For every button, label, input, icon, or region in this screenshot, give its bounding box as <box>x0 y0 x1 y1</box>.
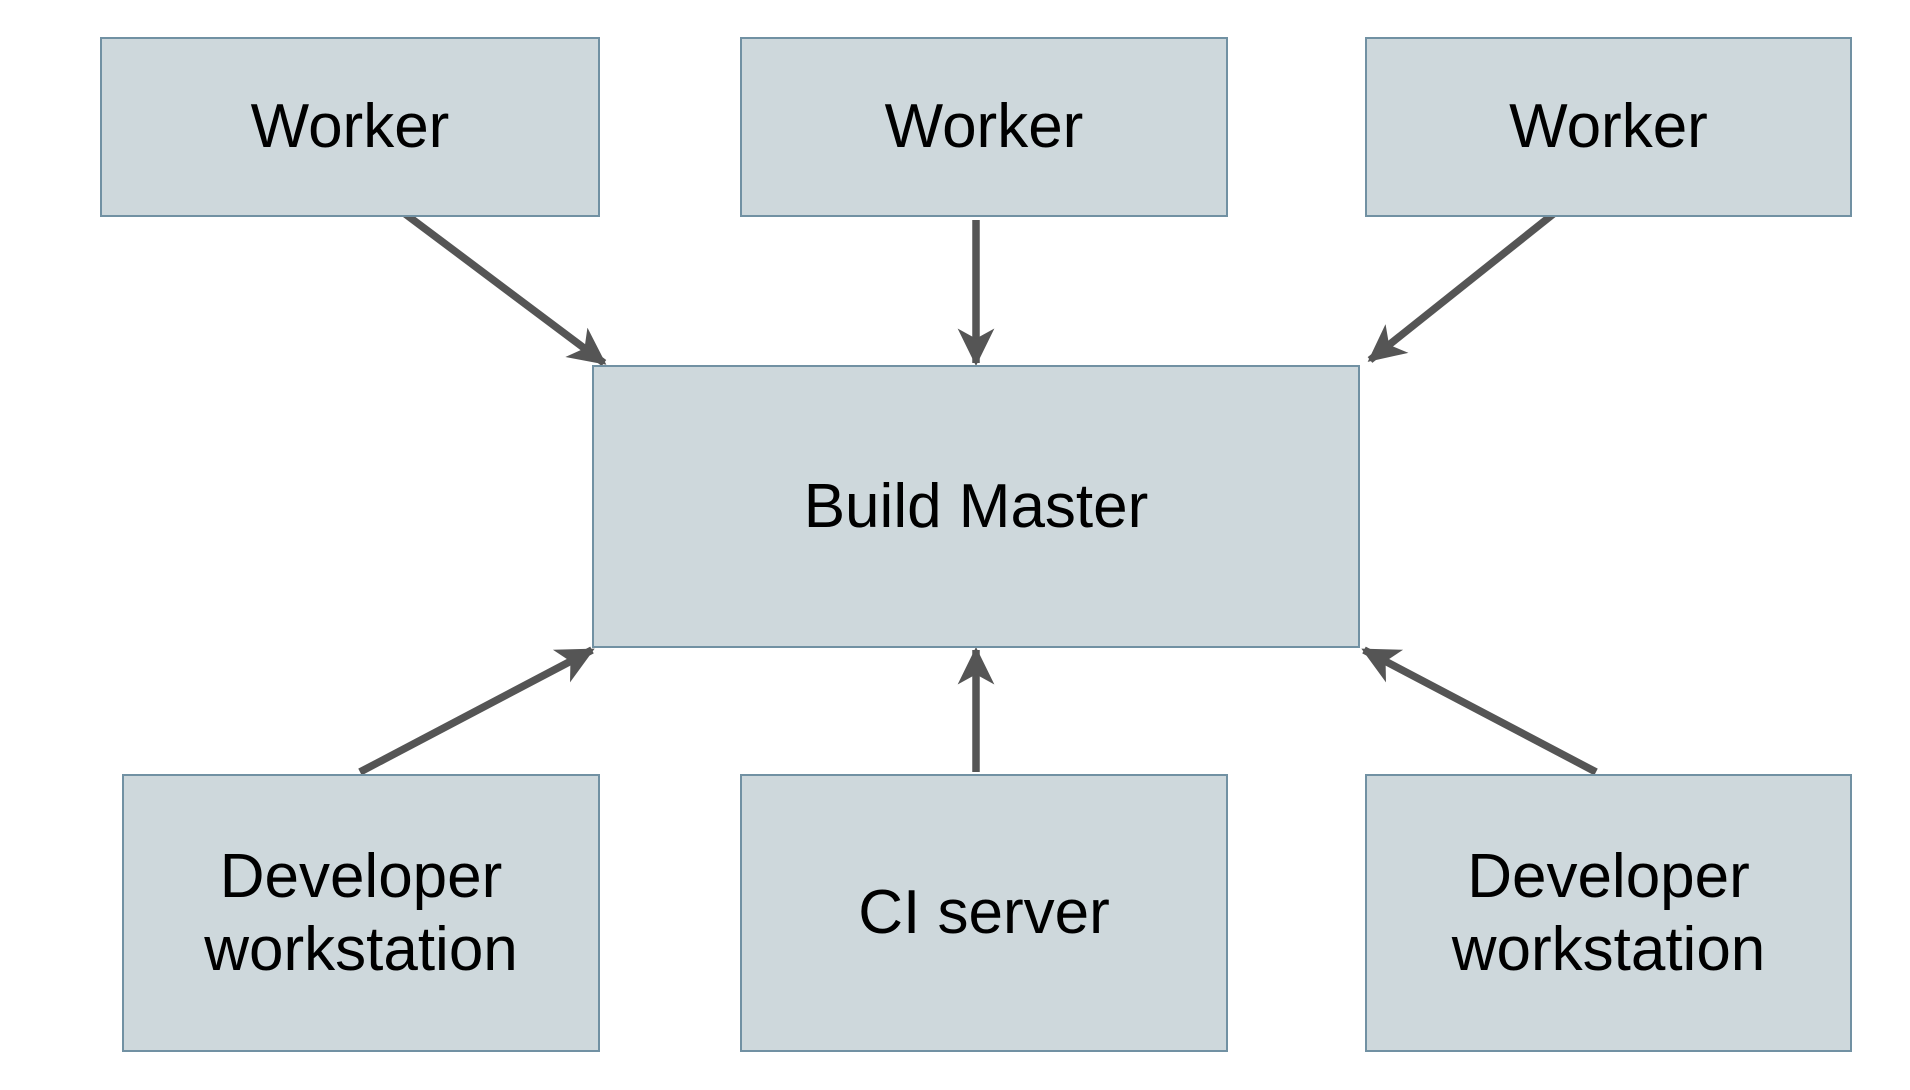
node-developer-workstation-right[interactable]: Developer workstation <box>1365 774 1852 1052</box>
node-developer-workstation-left[interactable]: Developer workstation <box>122 774 600 1052</box>
node-ci-server[interactable]: CI server <box>740 774 1228 1052</box>
node-worker-left[interactable]: Worker <box>100 37 600 217</box>
node-build-master[interactable]: Build Master <box>592 365 1360 648</box>
node-build-master-label: Build Master <box>803 471 1149 541</box>
edge-dev-right-to-master <box>1361 646 1598 776</box>
node-worker-left-label: Worker <box>250 92 450 162</box>
node-worker-right[interactable]: Worker <box>1365 37 1852 217</box>
node-developer-workstation-left-label: Developer workstation <box>204 841 518 984</box>
edge-dev-left-to-master <box>358 646 595 776</box>
node-developer-workstation-right-label: Developer workstation <box>1451 841 1766 984</box>
node-ci-server-label: CI server <box>858 878 1110 948</box>
node-worker-middle[interactable]: Worker <box>740 37 1228 217</box>
node-worker-right-label: Worker <box>1509 92 1708 162</box>
node-worker-middle-label: Worker <box>884 92 1084 162</box>
